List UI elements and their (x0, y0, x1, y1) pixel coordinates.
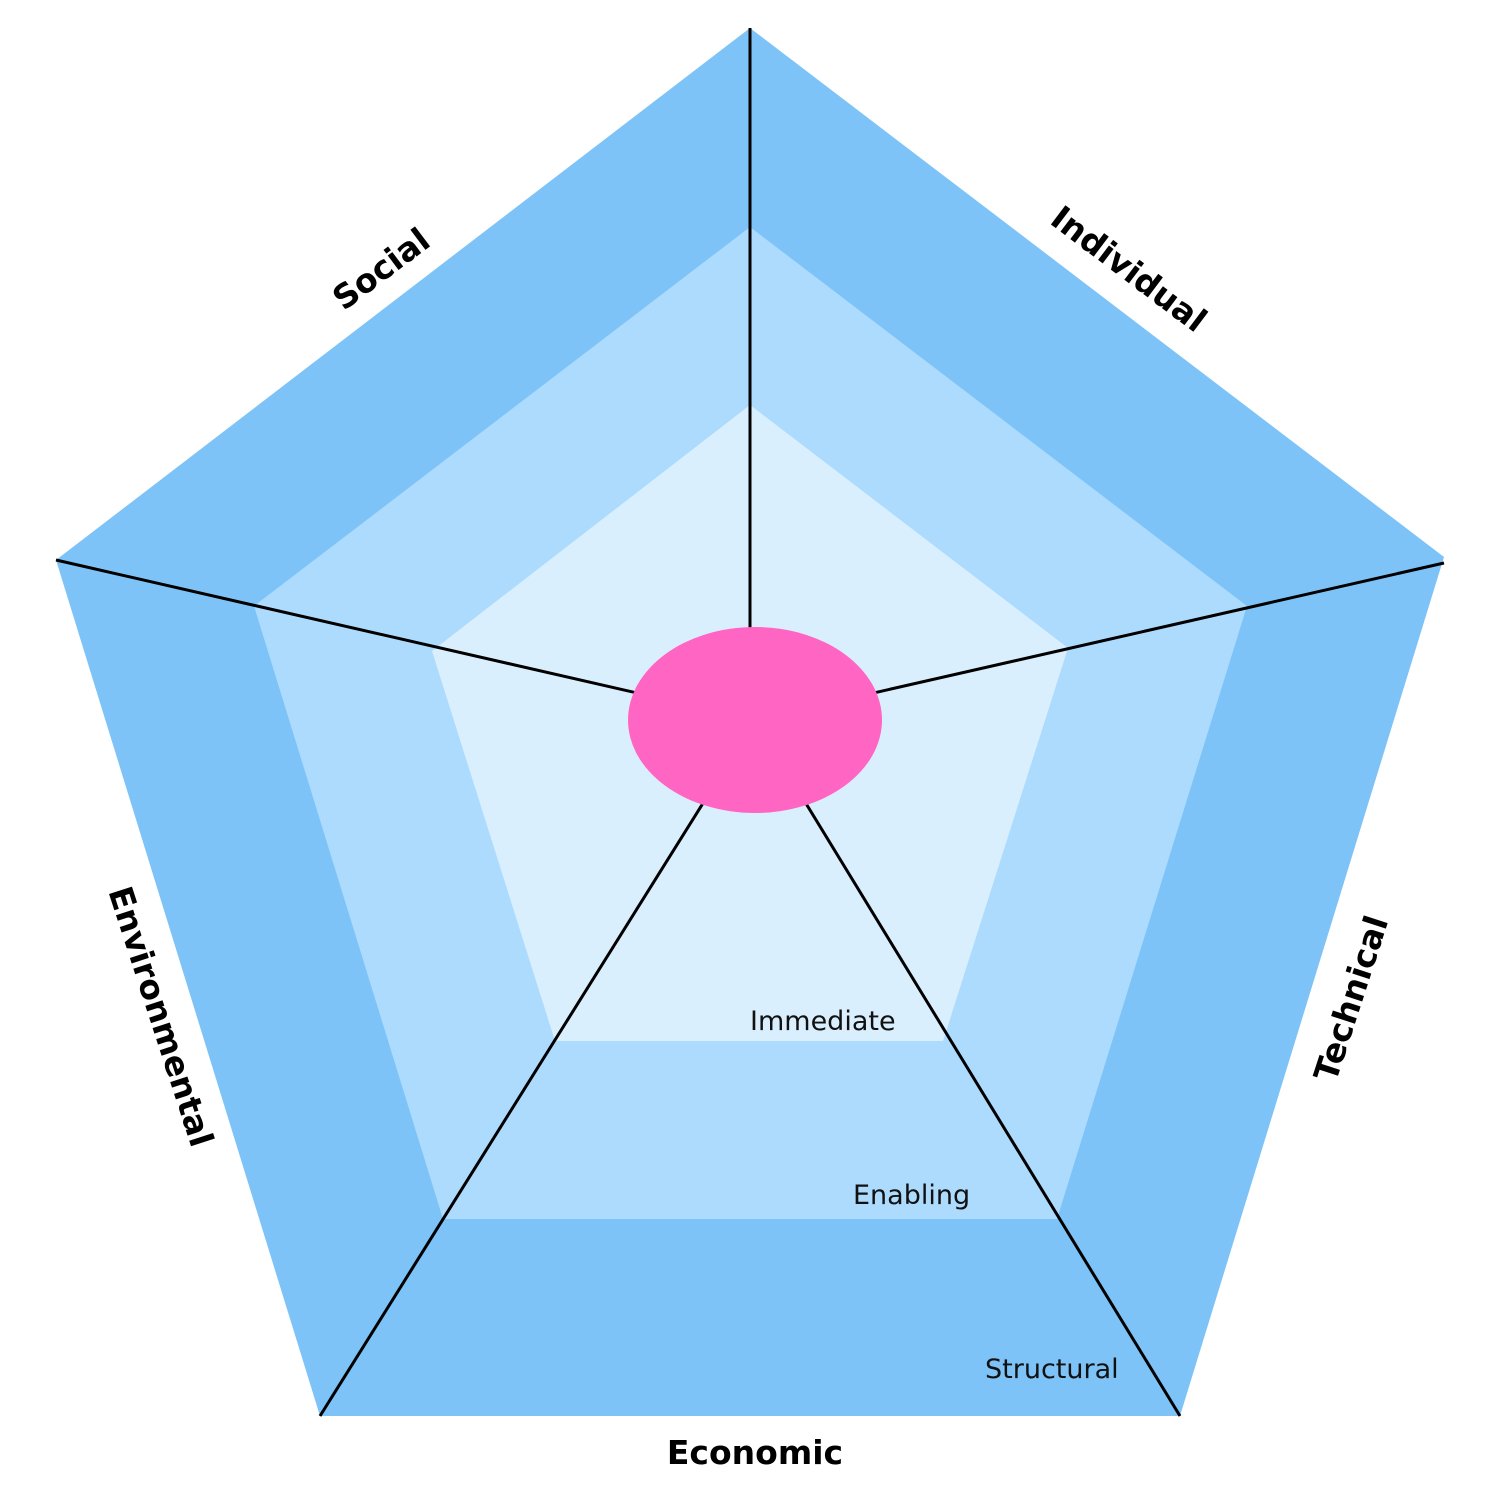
axis-line-bottom-left (318, 719, 757, 1417)
level-immediate: Immediate (750, 1006, 896, 1037)
label-economic: Economic (667, 1433, 843, 1472)
level-structural: Structural (985, 1354, 1119, 1385)
center-ellipse (628, 627, 882, 813)
level-enabling: Enabling (853, 1180, 970, 1211)
axis-line-bottom-right (753, 719, 1182, 1417)
